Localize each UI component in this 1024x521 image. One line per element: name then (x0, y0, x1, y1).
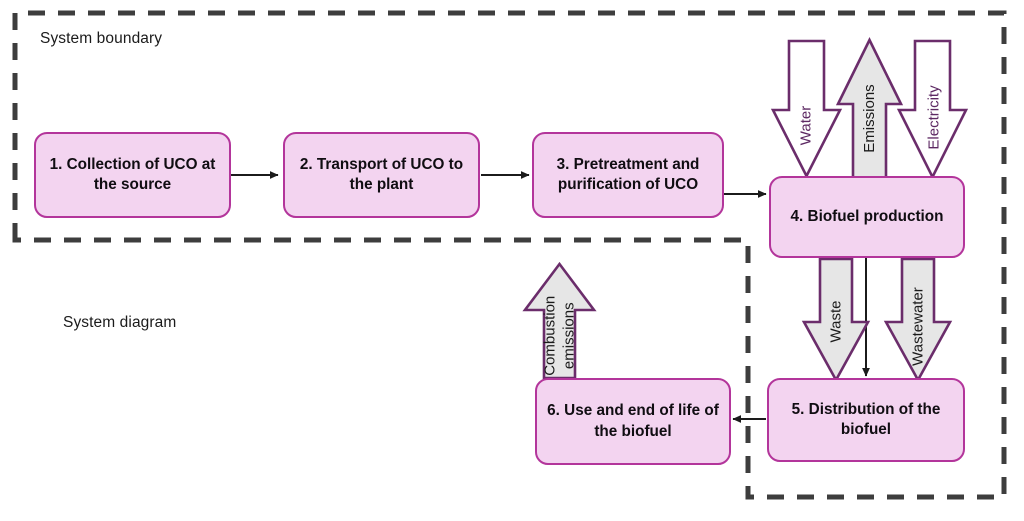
process-box-3-pretreatment[interactable]: 3. Pretreatment and purification of UCO (532, 132, 724, 218)
combustion-emissions-label-line-2: emissions (560, 302, 577, 370)
process-box-2-transport[interactable]: 2. Transport of UCO to the plant (283, 132, 480, 218)
process-box-4-biofuel-production[interactable]: 4. Biofuel production (769, 176, 965, 258)
emissions-arrow-shape (835, 37, 904, 180)
system-boundary-outline (12, 10, 1007, 500)
process-box-5-distribution[interactable]: 5. Distribution of the biofuel (767, 378, 965, 462)
system-boundary-label: System boundary (40, 30, 163, 47)
combustion-emissions-arrow-shape (522, 261, 597, 380)
combustion-emissions-arrow-label: Combustion emissions (541, 281, 579, 391)
system-diagram-label: System diagram (63, 314, 177, 331)
waste-arrow-shape (801, 257, 871, 383)
wastewater-arrow-shape (883, 257, 953, 383)
electricity-arrow-shape (896, 39, 969, 180)
process-box-1-collection[interactable]: 1. Collection of UCO at the source (34, 132, 231, 218)
process-box-6-use-end-of-life[interactable]: 6. Use and end of life of the biofuel (535, 378, 731, 465)
combustion-emissions-label-line-1: Combustion (541, 295, 559, 376)
water-arrow-shape (770, 39, 843, 179)
